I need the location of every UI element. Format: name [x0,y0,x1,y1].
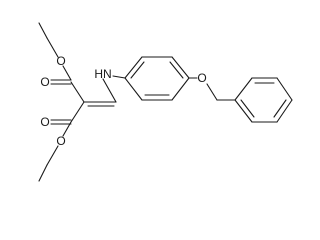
bond-top-carbonyl-to-alpha [70,81,85,103]
atom-aryl-ether-o: O [197,71,206,85]
ring1-bond-3 [171,56,190,79]
bond-alpha-to-bottom-carbonyl [70,101,85,123]
ring1-bond-6 [124,77,143,101]
ring1-bond-4 [171,77,190,101]
para-phenylene-ring [124,56,190,101]
bottom-ethyl-ester [38,101,85,182]
bond-n-to-ring [112,75,126,79]
top-ethyl-ester [38,22,85,103]
atom-amine-n: HN [94,67,111,81]
ring2-bond-6 [234,99,253,123]
alkene-fragment [83,78,117,107]
bond-ethyl-bottom-ch3 [38,164,48,182]
molecule-structure-diagram: O O O O HN O [38,22,293,182]
atom-ester-top-carbonyl-o: O [40,75,49,89]
ring2-inner-3 [240,99,255,118]
atom-ester-top-ether-o: O [56,54,65,68]
bond-ether-o-to-ch2 [206,83,218,101]
phenyl-ring [234,77,293,123]
bond-methine-to-n [102,78,117,103]
bond-top-o-carbonyl-c [62,65,72,81]
ring1-bond-1 [124,56,143,79]
ring2-inner-2 [273,99,287,118]
benzyl-ether-link [188,77,236,101]
bond-ethyl-top-ch2-o [46,37,59,58]
bond-ethyl-top-ch3 [38,22,48,39]
ring1-inner-1 [130,61,145,79]
bond-bottom-o-to-ch2 [46,145,59,166]
ring2-bond-1 [234,77,253,101]
ring2-bond-3 [276,77,293,101]
ring2-bond-4 [276,99,293,123]
bond-bottom-carbonyl-to-o [62,121,72,137]
atom-ester-bottom-carbonyl-o: O [40,115,49,129]
ring1-inner-2 [169,61,184,79]
atom-ester-bottom-ether-o: O [56,134,65,148]
